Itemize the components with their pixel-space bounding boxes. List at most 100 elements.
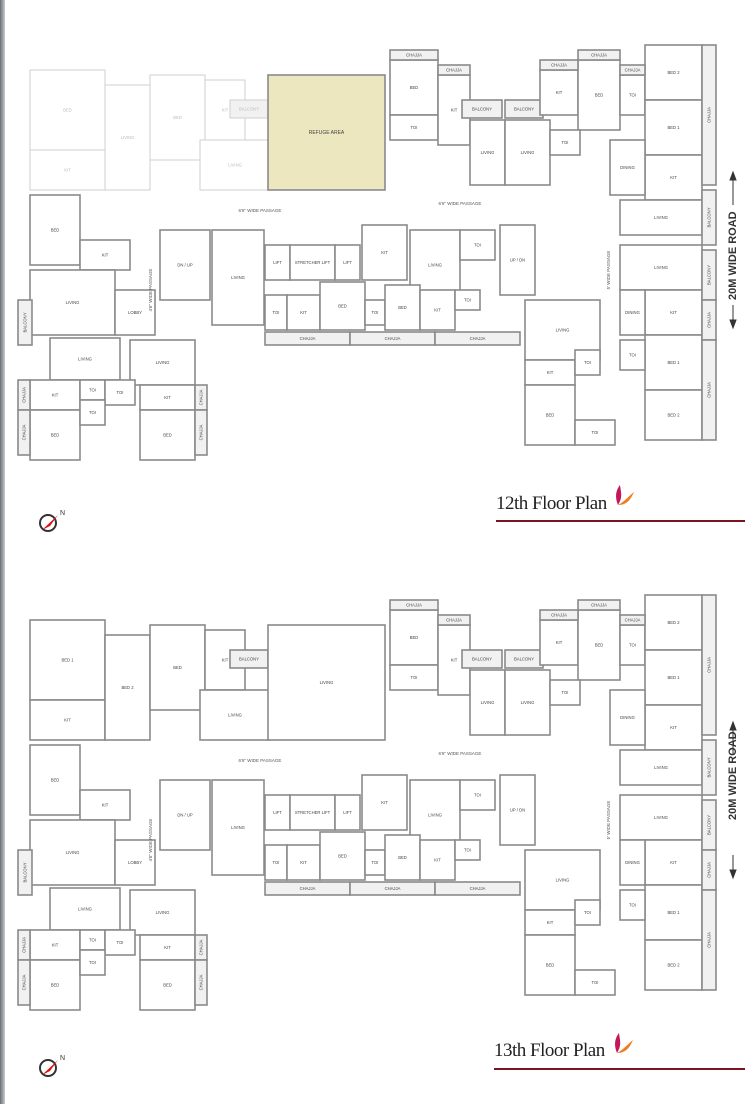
room-living: LIVING [619, 199, 703, 236]
room-dn-up: DN / UP [159, 229, 211, 301]
room-label: KIT [451, 108, 458, 113]
room-kit: KIT [139, 384, 196, 411]
room-label: UP / DN [510, 258, 525, 263]
room-label: LIFT [273, 260, 282, 265]
room-label: BED [51, 228, 60, 233]
room-label: KIT [670, 860, 677, 865]
room-label: TOI [629, 353, 636, 358]
room-label: CHAJJA [446, 68, 462, 73]
plan-drawing: BED KIT LIVING BED KIT LIVING BALCONY REFUGE AR… [17, 44, 737, 532]
room-label: LIFT [273, 810, 282, 815]
room-balcony: BALCONY [461, 99, 503, 119]
room-label: TOI [464, 848, 471, 853]
room-label: CHAJJA [406, 53, 422, 58]
room-living: LIVING [211, 229, 265, 326]
room-toi: TOI [79, 929, 106, 951]
road-label: 20M WIDE ROAD [727, 211, 739, 300]
room-label: BED 1 [61, 658, 74, 663]
room-label: CHAJJA [470, 336, 486, 341]
room-living: LIVING [619, 749, 703, 786]
rooms: BED KIT LIVING BED KIT LIVING BALCONY REFUGE AR… [17, 44, 717, 461]
passage-label: 6'6" WIDE PASSAGE [239, 758, 282, 763]
room-label: CHAJJA [707, 657, 712, 673]
room-kit: KIT [644, 289, 703, 336]
room-chajja: CHAJJA [701, 594, 717, 736]
room-label: CHAJJA [707, 932, 712, 948]
room-bed-1: BED 1 [644, 649, 703, 706]
room-label: TOI [411, 125, 418, 130]
room-balcony: BALCONY [229, 99, 269, 119]
passage [140, 746, 620, 772]
room-toi: TOI [79, 399, 106, 426]
room-living: LIVING [29, 269, 116, 336]
room-living: LIVING [267, 624, 386, 741]
room-label: BALCONY [707, 265, 712, 285]
room-label: BED 2 [121, 685, 134, 690]
passage-label: 6'6" WIDE PASSAGE [439, 751, 482, 756]
room-kit: KIT [286, 844, 321, 881]
room-bed-2: BED 2 [644, 389, 703, 441]
passage-label: 6'6" WIDE PASSAGE [439, 201, 482, 206]
room-lift: LIFT [264, 244, 291, 281]
room-label: CHAJJA [300, 886, 316, 891]
room-toi: TOI [364, 849, 386, 876]
room-chajja: CHAJJA [701, 889, 717, 991]
room-label: TOI [89, 938, 96, 943]
room-label: TOI [411, 675, 418, 680]
room-label: CHAJJA [591, 603, 607, 608]
room-label: LIVING [654, 765, 668, 770]
room-toi: TOI [574, 349, 601, 376]
room-bed-1: BED 1 [644, 99, 703, 156]
room-label: DINING [620, 715, 635, 720]
room-chajja: CHAJJA [389, 599, 439, 611]
passage-label: 5' WIDE PASSAGE [606, 801, 611, 840]
compass-icon: N [39, 510, 65, 532]
room-label: BED [546, 413, 555, 418]
room-living: LIVING [199, 139, 271, 191]
room-label: BED 2 [667, 963, 680, 968]
room-kit: KIT [361, 774, 408, 831]
room-living: LIVING [619, 794, 703, 841]
room-label: KIT [670, 175, 677, 180]
room-label: BED [398, 305, 407, 310]
room-label: KIT [434, 308, 441, 313]
room-label: CHAJJA [625, 618, 641, 623]
room-label: TOI [273, 310, 280, 315]
room-chajja: CHAJJA [701, 339, 717, 441]
room-toi: TOI [619, 74, 646, 116]
room-toi: TOI [104, 379, 136, 406]
road-arrow-icon [729, 720, 737, 880]
room-label: BED [173, 115, 182, 120]
room-bed: BED [319, 831, 366, 881]
room-label: BALCONY [707, 757, 712, 777]
room-label: KIT [670, 725, 677, 730]
room-label: LIVING [428, 263, 442, 268]
floor-title: 13th Floor Plan [494, 1040, 605, 1061]
room-toi: TOI [454, 839, 481, 861]
room-label: LIVING [481, 700, 495, 705]
room-label: LIVING [654, 265, 668, 270]
room-label: BED [51, 433, 60, 438]
room-label: KIT [222, 108, 229, 113]
room-label: BALCONY [707, 815, 712, 835]
room-label: TOI [562, 140, 569, 145]
room-chajja: CHAJJA [539, 609, 579, 621]
room-stretcher-lift: STRETCHER LIFT [289, 794, 336, 831]
room-label: LIVING [78, 907, 92, 912]
room-kit: KIT [139, 934, 196, 961]
room-label: BED [410, 85, 419, 90]
room-label: TOI [592, 980, 599, 985]
room-label: DN / UP [177, 813, 193, 818]
room-bed: BED [29, 959, 81, 1011]
room-chajja: CHAJJA [17, 379, 31, 411]
room-label: CHAJJA [446, 618, 462, 623]
room-balcony: BALCONY [461, 649, 503, 669]
north-label: N [60, 510, 65, 517]
room-label: KIT [381, 250, 388, 255]
room-label: BALCONY [239, 107, 259, 112]
room-label: BED 2 [667, 413, 680, 418]
room-chajja: CHAJJA [577, 599, 621, 611]
room-label: KIT [300, 310, 307, 315]
room-label: REFUGE AREA [309, 130, 345, 136]
room-label: TOI [474, 793, 481, 798]
